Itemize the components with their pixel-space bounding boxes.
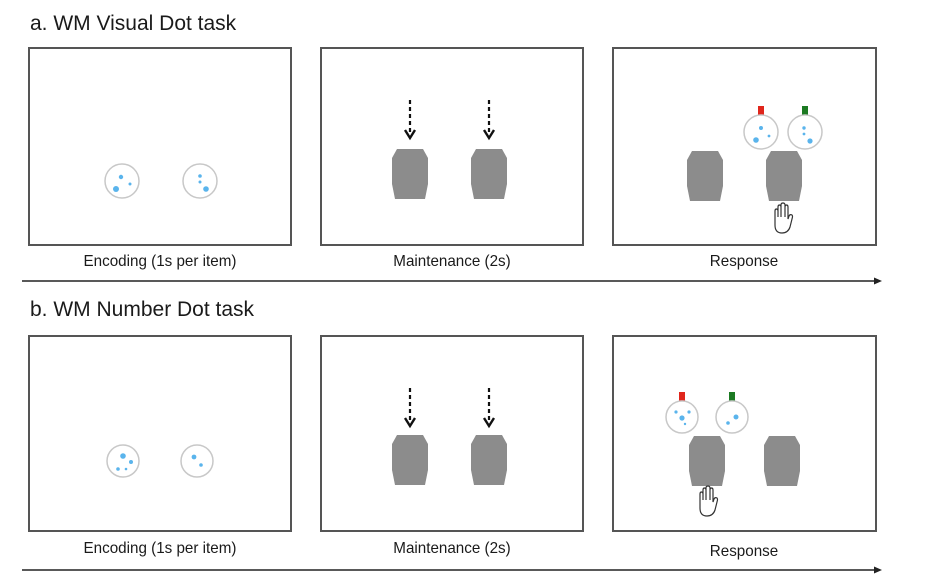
panel-b-stimulus-1 — [106, 444, 140, 478]
panel-b-maintenance-frame — [320, 335, 584, 532]
panel-b-stimulus-2 — [180, 444, 214, 478]
arrow-down-icon — [482, 386, 496, 428]
panel-a-encoding-frame — [28, 47, 292, 246]
cup-left — [689, 436, 725, 486]
cup-left — [687, 151, 723, 201]
panel-b-response-frame — [612, 335, 877, 532]
hand-icon — [699, 485, 719, 517]
panel-a-response-frame — [612, 47, 877, 246]
panel-a-stimulus-1 — [104, 163, 140, 199]
cup-right — [471, 435, 507, 485]
panel-a-stimulus-2 — [182, 163, 218, 199]
response-option-right — [787, 114, 823, 150]
red-marker — [679, 392, 685, 401]
red-marker — [758, 106, 764, 115]
arrow-down-icon — [403, 386, 417, 428]
panel-b-response-caption: Response — [709, 543, 779, 560]
cup-right — [766, 151, 802, 201]
panel-a-title: a. WM Visual Dot task — [30, 12, 237, 35]
panel-b-encoding-frame — [28, 335, 292, 532]
cup-left — [392, 149, 428, 199]
cup-right — [471, 149, 507, 199]
arrow-down-icon — [482, 98, 496, 140]
panel-b-maintenance-caption: Maintenance (2s) — [393, 540, 511, 557]
panel-a-response-caption: Response — [709, 253, 779, 270]
response-option-left — [665, 400, 699, 434]
cup-left — [392, 435, 428, 485]
panel-a-encoding-caption: Encoding (1s per item) — [83, 253, 237, 270]
panel-a-maintenance-caption: Maintenance (2s) — [393, 253, 511, 270]
green-marker — [729, 392, 735, 401]
response-option-right — [715, 400, 749, 434]
green-marker — [802, 106, 808, 115]
cup-right — [764, 436, 800, 486]
arrow-down-icon — [403, 98, 417, 140]
panel-a-maintenance-frame — [320, 47, 584, 246]
hand-icon — [774, 202, 794, 234]
response-option-left — [743, 114, 779, 150]
panel-b-title: b. WM Number Dot task — [30, 298, 255, 321]
panel-b-encoding-caption: Encoding (1s per item) — [83, 540, 237, 557]
